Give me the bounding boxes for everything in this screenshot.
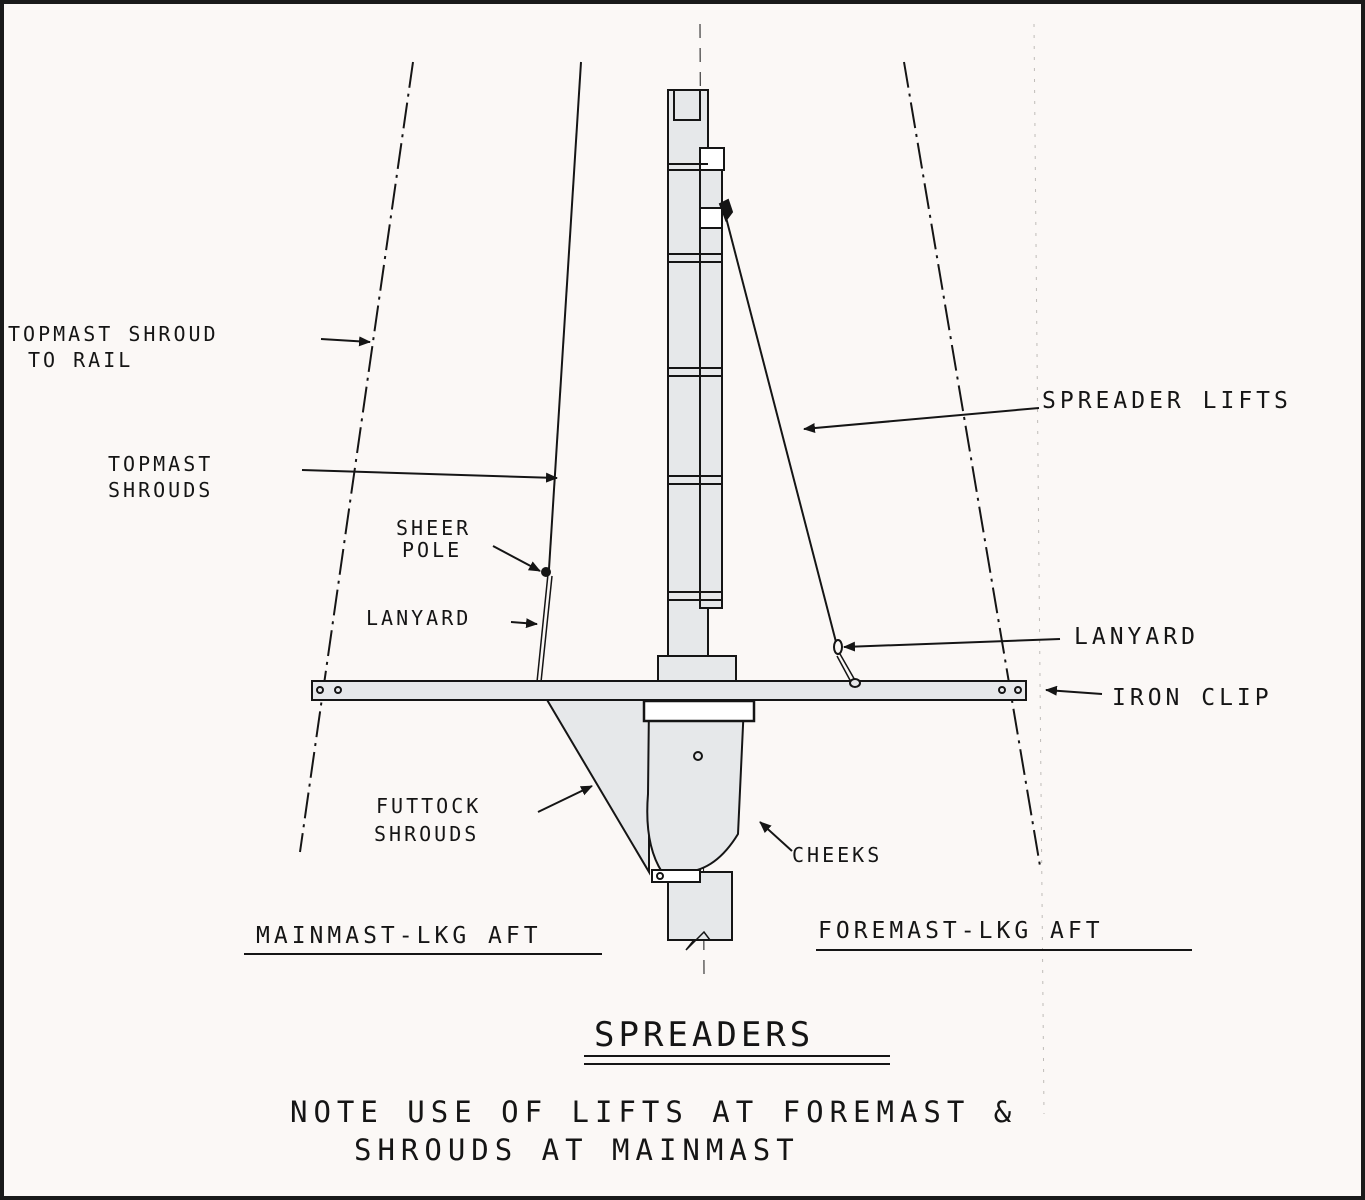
label-cheeks: CHEEKS <box>792 843 883 867</box>
arrow-sheer-pole <box>492 545 541 572</box>
label-topmast-shroud-to-rail: TOPMAST SHROUD <box>8 322 219 346</box>
topmast-tip <box>673 89 701 121</box>
trestle-band <box>642 699 756 723</box>
note-line-1: NOTE USE OF LIFTS AT FOREMAST & <box>290 1095 1018 1129</box>
topmast-shroud-to-rail-left <box>299 61 414 853</box>
diagram-title: SPREADERS <box>594 1015 815 1055</box>
arrow-lanyard-right <box>843 638 1061 652</box>
arrow-topmast-shrouds <box>301 469 558 483</box>
label-topmast-shrouds-2: SHROUDS <box>108 478 214 502</box>
label-mainmast-view: MAINMAST-LKG AFT <box>256 923 542 949</box>
topmast-shroud-line <box>548 61 582 570</box>
mast-cheeks <box>646 703 746 873</box>
futtock-clip <box>651 869 701 883</box>
spreader-lift-line <box>721 201 837 643</box>
label-spreader-lifts: SPREADER LIFTS <box>1042 388 1292 414</box>
futtock-shroud-fill <box>538 687 650 876</box>
sheer-pole-lanyard <box>536 573 549 683</box>
label-sheer-pole-2: POLE <box>402 538 463 562</box>
label-topmast-shroud-to-rail-2: TO RAIL <box>28 348 134 372</box>
sheer-pole-dot <box>541 567 551 577</box>
note-line-2: SHROUDS AT MAINMAST <box>354 1133 800 1167</box>
topmast-shroud-to-rail-right <box>903 61 1041 867</box>
arrow-lanyard-left <box>510 618 538 629</box>
lower-mast <box>667 871 733 941</box>
label-futtock-shrouds: FUTTOCK <box>376 794 482 818</box>
label-futtock-shrouds-2: SHROUDS <box>374 822 480 846</box>
label-lanyard-right: LANYARD <box>1074 624 1199 650</box>
label-lanyard-left: LANYARD <box>366 606 472 630</box>
arrow-topmast-shroud-to-rail <box>320 336 371 347</box>
arrow-futtock-shrouds <box>537 785 593 813</box>
label-foremast-view: FOREMAST-LKG AFT <box>818 918 1104 944</box>
label-sheer-pole: SHEER <box>396 516 472 540</box>
arrow-spreader-lifts <box>803 407 1040 434</box>
spreader-rigging-diagram <box>244 23 1192 1115</box>
label-iron-clip: IRON CLIP <box>1112 685 1273 711</box>
label-topmast-shrouds: TOPMAST <box>108 452 214 476</box>
arrow-iron-clip <box>1045 685 1103 696</box>
arrow-cheeks <box>759 821 793 852</box>
spreader-bar <box>311 680 1027 701</box>
